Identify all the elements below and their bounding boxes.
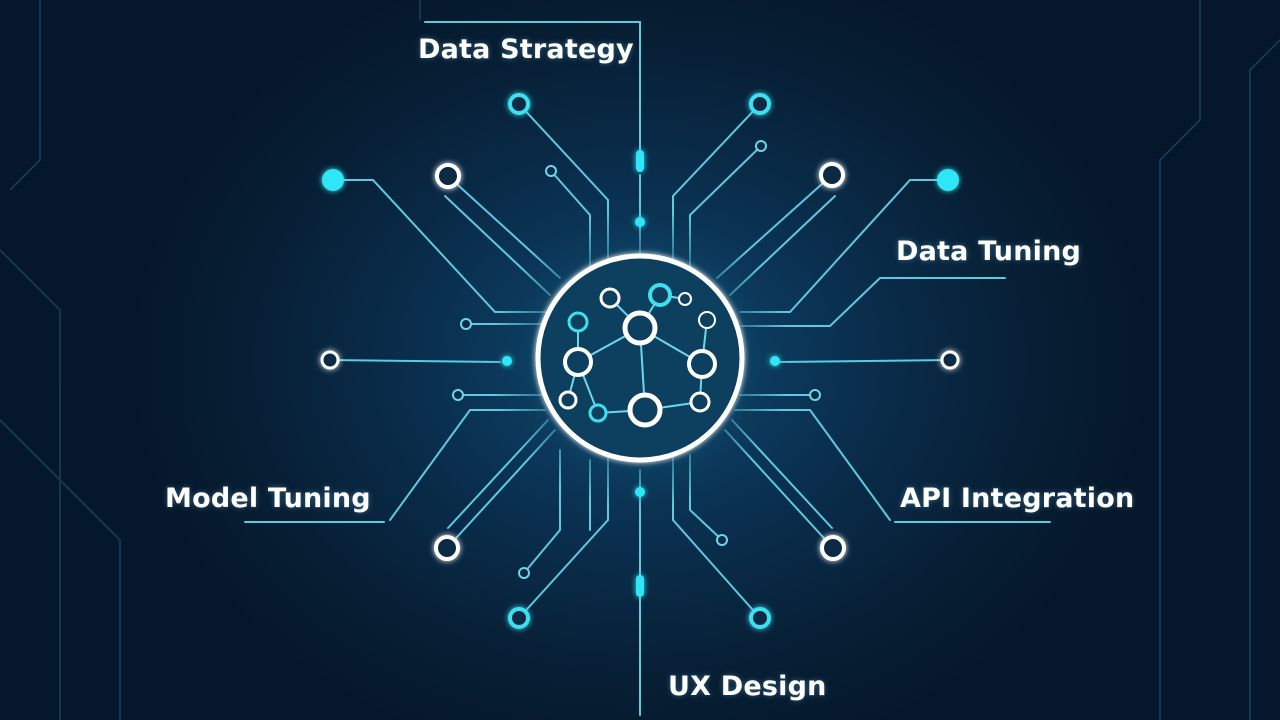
label-ux-design: UX Design: [668, 671, 827, 702]
accent-dots: [322, 150, 959, 597]
label-data-tuning: Data Tuning: [896, 236, 1082, 267]
terminal-dots: [452, 140, 821, 579]
hub-network-nodes: [558, 283, 717, 428]
outer-nodes-cyan: [508, 93, 771, 629]
hub-circle: [535, 253, 745, 463]
outer-nodes-white: [320, 162, 960, 561]
label-model-tuning: Model Tuning: [165, 483, 371, 514]
label-api-integration: API Integration: [900, 483, 1135, 514]
label-data-strategy: Data Strategy: [418, 34, 634, 65]
